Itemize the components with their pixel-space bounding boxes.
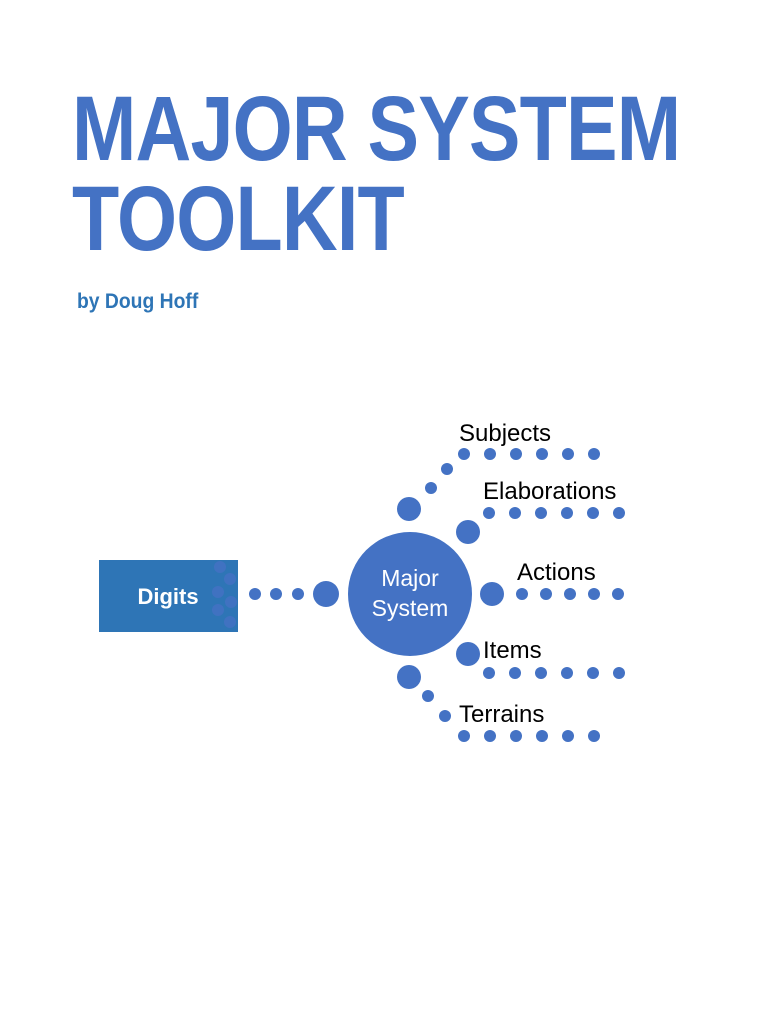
branch-terrains: Terrains: [397, 665, 600, 742]
digits-label: Digits: [137, 584, 198, 609]
branch-elaborations: Elaborations: [456, 478, 625, 544]
title-line-2: TOOLKIT: [72, 168, 405, 270]
branch-row-dots: [458, 448, 600, 460]
document-title: MAJOR SYSTEM TOOLKIT: [72, 78, 681, 270]
center-label-line-2: System: [372, 595, 449, 621]
branch-label-actions: Actions: [517, 559, 596, 586]
branch-label-terrains: Terrains: [459, 701, 544, 728]
connector-dot: [249, 588, 261, 600]
branch-connector-dot: [456, 642, 480, 666]
connector-dot: [292, 588, 304, 600]
branch-label-subjects: Subjects: [459, 420, 551, 447]
branch-connector-dot: [480, 582, 504, 606]
branch-subjects: Subjects: [397, 420, 600, 521]
center-circle: [348, 532, 472, 656]
branch-label-elaborations: Elaborations: [483, 478, 616, 505]
branch-row-dots: [516, 588, 624, 600]
input-connector-dots: [249, 581, 339, 607]
branch-label-items: Items: [483, 637, 542, 664]
connector-dot: [313, 581, 339, 607]
branch-connector-dots: [397, 463, 453, 521]
title-line-1: MAJOR SYSTEM: [72, 78, 681, 180]
branch-connector-dot: [456, 520, 480, 544]
branch-items: Items: [456, 637, 625, 679]
branch-row-dots: [483, 507, 625, 519]
author-byline: by Doug Hoff: [77, 290, 199, 313]
digits-node: Digits: [99, 560, 238, 632]
branch-row-dots: [458, 730, 600, 742]
branch-connector-dots: [397, 665, 451, 722]
branch-actions: Actions: [480, 559, 624, 606]
center-label-line-1: Major: [381, 565, 439, 591]
digits-box-dots: [212, 561, 237, 628]
connector-dot: [270, 588, 282, 600]
branch-row-dots: [483, 667, 625, 679]
center-node: Major System: [348, 532, 472, 656]
